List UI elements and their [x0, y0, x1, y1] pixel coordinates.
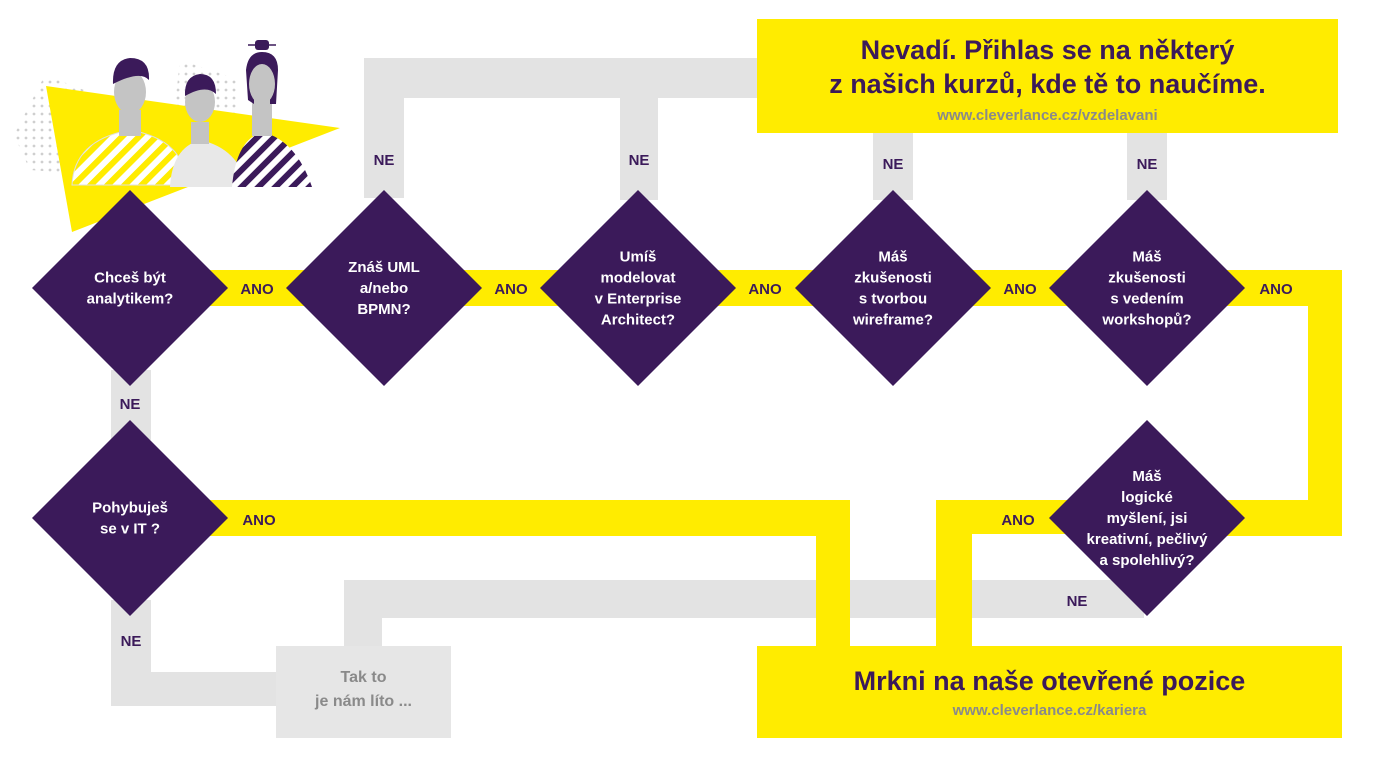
- decision-diamonds: [32, 190, 1245, 616]
- decision-label-line: analytikem?: [87, 291, 174, 308]
- courses-link[interactable]: www.cleverlance.cz/vzdelavani: [937, 107, 1158, 124]
- person-1-icon: [71, 58, 187, 186]
- edge-label-no: NE: [629, 152, 650, 169]
- edge-label-yes: ANO: [494, 281, 528, 298]
- decision-label-line: myšlení, jsi: [1107, 510, 1188, 527]
- decision-label-line: Máš: [878, 249, 907, 266]
- decision-label-line: Máš: [1132, 468, 1161, 485]
- positions-title: Mrkni na naše otevřené pozice: [853, 666, 1246, 696]
- positions-link[interactable]: www.cleverlance.cz/kariera: [952, 702, 1147, 719]
- edge-label-yes: ANO: [1001, 512, 1035, 529]
- decision-in-it: [32, 420, 228, 616]
- edge-label-no: NE: [1067, 593, 1088, 610]
- person-2-icon: [170, 74, 248, 187]
- courses-title-line2: z našich kurzů, kde tě to naučíme.: [829, 69, 1266, 99]
- edge-label-no: NE: [883, 156, 904, 173]
- no-paths: [111, 58, 1167, 706]
- courses-box: Nevadí. Přihlas se na některý z našich k…: [757, 19, 1338, 133]
- decision-label-line: s vedením: [1110, 291, 1183, 308]
- decision-label-line: Pohybuješ: [92, 500, 168, 517]
- decision-label-line: Architect?: [601, 312, 675, 329]
- decision-label-line: zkušenosti: [854, 270, 932, 287]
- positions-box: Mrkni na naše otevřené pozice www.clever…: [757, 646, 1342, 738]
- decision-label-line: Umíš: [620, 249, 657, 266]
- edge-label-no: NE: [1137, 156, 1158, 173]
- decision-label-line: Znáš UML: [348, 259, 420, 276]
- header-illustration: [14, 40, 340, 232]
- decision-label-line: Chceš být: [94, 270, 166, 287]
- decision-enterprise-architect: [540, 190, 736, 386]
- sorry-line2: je nám líto ...: [315, 693, 412, 710]
- decision-label-line: workshopů?: [1101, 312, 1191, 329]
- decision-wireframe: [795, 190, 991, 386]
- decision-label-line: BPMN?: [357, 301, 410, 318]
- edge-label-no: NE: [374, 152, 395, 169]
- decision-want-analyst: [32, 190, 228, 386]
- decision-label-line: a/nebo: [360, 280, 408, 297]
- courses-title-line1: Nevadí. Přihlas se na některý: [860, 35, 1235, 65]
- edge-label-yes: ANO: [748, 281, 782, 298]
- edge-label-no: NE: [121, 633, 142, 650]
- decision-label-line: zkušenosti: [1108, 270, 1186, 287]
- decision-label-line: a spolehlivý?: [1099, 552, 1194, 569]
- decision-label-line: Máš: [1132, 249, 1161, 266]
- decision-uml-bpmn: [286, 190, 482, 386]
- decision-label-line: s tvorbou: [859, 291, 927, 308]
- sorry-box: Tak to je nám líto ...: [276, 646, 451, 738]
- decision-label-line: kreativní, pečlivý: [1087, 531, 1209, 548]
- decision-soft-skills: [1049, 420, 1245, 616]
- edge-label-yes: ANO: [1003, 281, 1037, 298]
- edge-label-yes: ANO: [242, 512, 276, 529]
- edge-label-no: NE: [120, 396, 141, 413]
- decision-label-line: modelovat: [600, 270, 675, 287]
- decision-workshops: [1049, 190, 1245, 386]
- edge-label-yes: ANO: [240, 281, 274, 298]
- decision-label-line: v Enterprise: [595, 291, 682, 308]
- person-3-icon: [232, 40, 312, 187]
- decision-label-line: wireframe?: [852, 312, 933, 329]
- edge-labels: ANO ANO ANO ANO ANO ANO ANO NE NE NE NE …: [120, 152, 1293, 650]
- decision-label-line: logické: [1121, 489, 1173, 506]
- edge-label-yes: ANO: [1259, 281, 1293, 298]
- decision-label-line: se v IT ?: [100, 521, 160, 538]
- sorry-line1: Tak to: [340, 669, 387, 686]
